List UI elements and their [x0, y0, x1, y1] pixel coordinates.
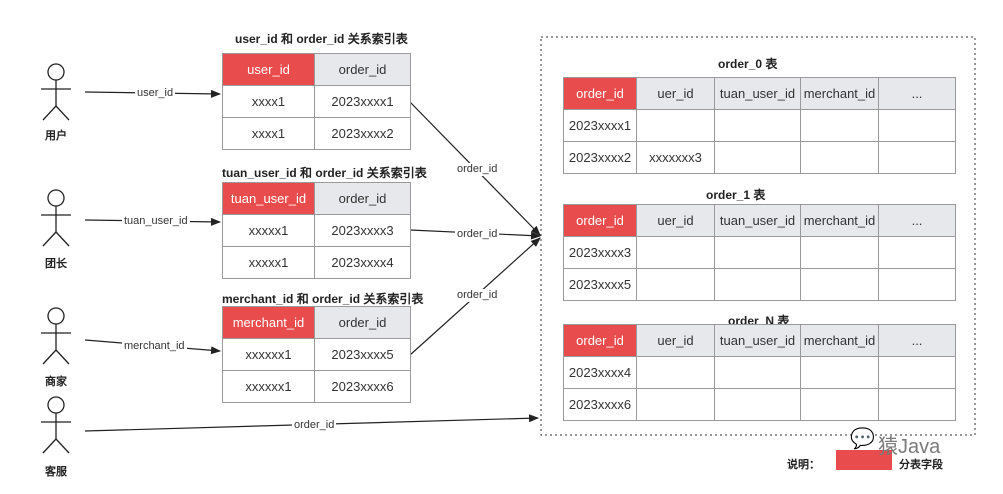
index-table-merchant: merchant_id order_id xxxxxx1 2023xxxx5 x… — [222, 306, 411, 403]
header-cell: order_id — [315, 54, 411, 86]
table-cell: 2023xxxx4 — [564, 357, 637, 389]
table-cell — [801, 142, 879, 174]
table-cell — [801, 110, 879, 142]
edge-label-tuan: tuan_user_id — [122, 215, 190, 228]
table-cell — [637, 269, 715, 301]
edge-label-merchant: merchant_id — [122, 340, 187, 353]
table-cell — [879, 389, 956, 421]
table-cell — [801, 237, 879, 269]
header-cell: user_id — [223, 54, 315, 86]
table-cell — [801, 389, 879, 421]
table-cell — [637, 389, 715, 421]
table-cell: 2023xxxx4 — [315, 247, 411, 279]
edge-label-index0: order_id — [455, 163, 500, 176]
edge-label-service: order_id — [292, 419, 337, 432]
header-cell: order_id — [315, 183, 411, 215]
table-cell: 2023xxxx3 — [564, 237, 637, 269]
table-cell: 2023xxxx5 — [315, 339, 411, 371]
edge-label-index1: order_id — [455, 228, 500, 241]
order-table-0: order_id uer_id tuan_user_id merchant_id… — [563, 77, 956, 174]
actor-merchant-figure — [41, 307, 71, 365]
table-cell: 2023xxxx6 — [315, 371, 411, 403]
index-table-tuan-title: tuan_user_id 和 order_id 关系索引表 — [222, 166, 427, 180]
header-cell: order_id — [564, 78, 637, 110]
header-cell: merchant_id — [801, 205, 879, 237]
watermark-text: 猿Java — [878, 436, 941, 458]
header-cell: order_id — [315, 307, 411, 339]
table-cell — [801, 269, 879, 301]
header-cell: order_id — [564, 325, 637, 357]
header-cell: ... — [879, 205, 956, 237]
table-cell: xxxxxx1 — [223, 371, 315, 403]
actor-merchant-label: 商家 — [45, 376, 67, 388]
table-cell — [715, 357, 801, 389]
legend-prefix: 说明： — [787, 459, 820, 471]
order-shards-container — [540, 36, 976, 436]
header-cell: merchant_id — [223, 307, 315, 339]
actor-tuan-label: 团长 — [45, 258, 67, 270]
table-cell: 2023xxxx1 — [564, 110, 637, 142]
table-cell: xxxxxx1 — [223, 339, 315, 371]
table-cell: 2023xxxx3 — [315, 215, 411, 247]
actor-tuan-figure — [41, 189, 71, 247]
table-cell — [637, 110, 715, 142]
actor-user-figure — [41, 63, 71, 121]
table-cell — [879, 142, 956, 174]
index-table-tuan: tuan_user_id order_id xxxxx1 2023xxxx3 x… — [222, 182, 411, 279]
table-cell: 2023xxxx2 — [315, 118, 411, 150]
legend-label: 分表字段 — [899, 459, 943, 471]
header-cell: ... — [879, 325, 956, 357]
edge-label-index2: order_id — [455, 289, 500, 302]
header-cell: uer_id — [637, 78, 715, 110]
table-cell: xxxxx1 — [223, 247, 315, 279]
header-cell: tuan_user_id — [223, 183, 315, 215]
actor-service-label: 客服 — [45, 466, 67, 478]
table-cell: xxxxx1 — [223, 215, 315, 247]
table-cell — [879, 357, 956, 389]
header-cell: tuan_user_id — [715, 78, 801, 110]
header-cell: tuan_user_id — [715, 325, 801, 357]
table-cell — [879, 237, 956, 269]
table-cell: 2023xxxx2 — [564, 142, 637, 174]
header-cell: tuan_user_id — [715, 205, 801, 237]
order-table-1: order_id uer_id tuan_user_id merchant_id… — [563, 204, 956, 301]
table-cell: 2023xxxx5 — [564, 269, 637, 301]
header-cell: uer_id — [637, 205, 715, 237]
table-cell — [879, 269, 956, 301]
edge-label-user: user_id — [135, 87, 176, 100]
order-table-1-title: order_1 表 — [706, 188, 766, 202]
table-cell: xxxx1 — [223, 86, 315, 118]
table-cell — [715, 269, 801, 301]
table-cell — [715, 237, 801, 269]
table-cell — [715, 389, 801, 421]
order-table-0-title: order_0 表 — [718, 57, 778, 71]
actor-service-figure — [41, 396, 71, 454]
header-cell: merchant_id — [801, 325, 879, 357]
table-cell: 2023xxxx1 — [315, 86, 411, 118]
header-cell: order_id — [564, 205, 637, 237]
table-cell — [637, 357, 715, 389]
index-table-merchant-title: merchant_id 和 order_id 关系索引表 — [222, 292, 424, 306]
header-cell: uer_id — [637, 325, 715, 357]
index-table-user-title: user_id 和 order_id 关系索引表 — [235, 32, 408, 46]
table-cell — [637, 237, 715, 269]
index-table-user: user_id order_id xxxx1 2023xxxx1 xxxx1 2… — [222, 53, 411, 150]
table-cell: 2023xxxx6 — [564, 389, 637, 421]
table-cell — [801, 357, 879, 389]
table-cell — [715, 142, 801, 174]
table-cell — [715, 110, 801, 142]
table-cell: xxxx1 — [223, 118, 315, 150]
table-cell: xxxxxxx3 — [637, 142, 715, 174]
header-cell: ... — [879, 78, 956, 110]
legend-swatch — [836, 450, 892, 470]
order-table-n: order_id uer_id tuan_user_id merchant_id… — [563, 324, 956, 421]
wechat-icon: 💬 — [850, 428, 875, 450]
table-cell — [879, 110, 956, 142]
header-cell: merchant_id — [801, 78, 879, 110]
actor-user-label: 用户 — [45, 130, 67, 142]
